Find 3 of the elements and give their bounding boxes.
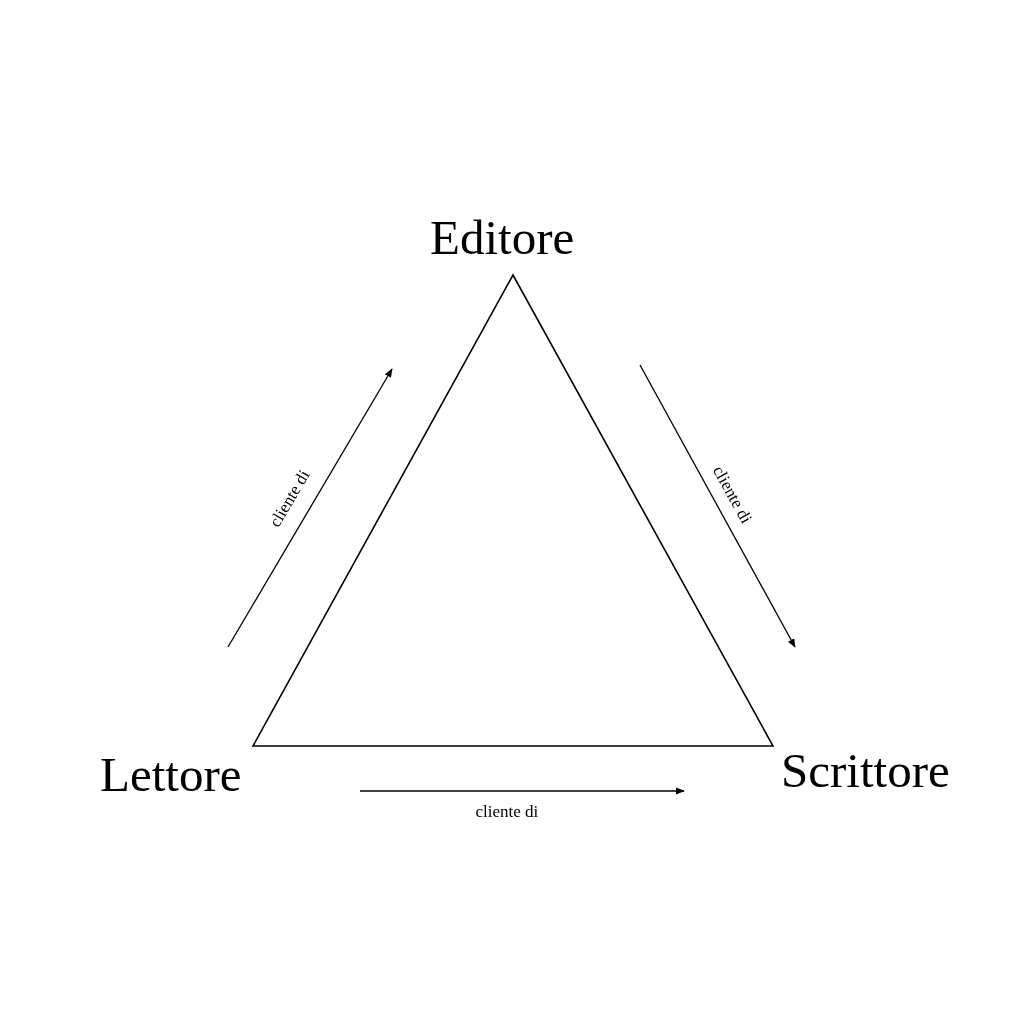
node-label: Scrittore — [781, 746, 950, 796]
node-label: Editore — [430, 213, 575, 263]
node-label: Lettore — [100, 750, 242, 800]
